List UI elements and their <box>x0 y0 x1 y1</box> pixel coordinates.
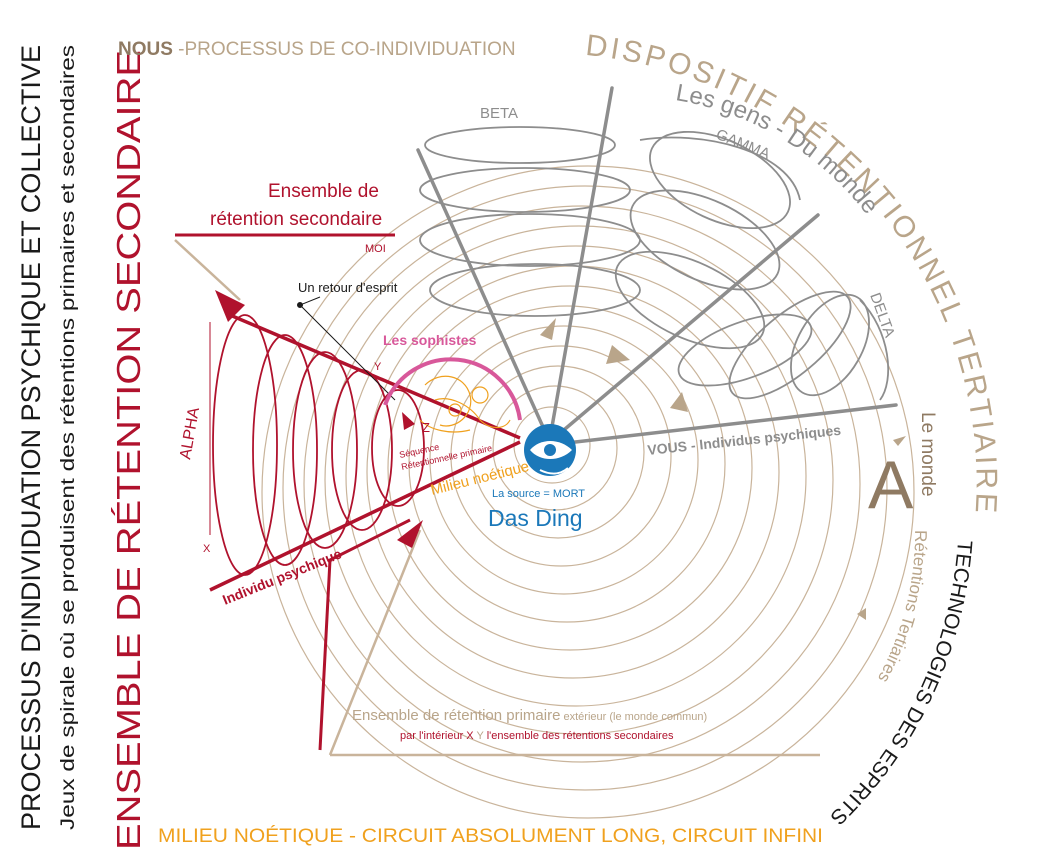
gray-loops-gamma <box>614 130 801 350</box>
tan-outline <box>174 239 820 757</box>
arrows <box>215 290 906 620</box>
coindividuation-label: -PROCESSUS DE CO-INDIVIDUATION <box>173 39 516 60</box>
source-label: La source = MORT <box>492 488 585 500</box>
interieur-y: Y <box>477 730 485 742</box>
beta-label: BETA <box>480 105 518 122</box>
interieur-part2: l'ensemble des rétentions secondaires <box>484 730 674 742</box>
le-monde-label: Le monde <box>917 412 938 497</box>
top-title: NOUS -PROCESSUS DE CO-INDIVIDUATION <box>118 39 516 60</box>
x-label: X <box>203 543 211 555</box>
gray-loops-delta <box>677 290 890 401</box>
das-ding-label: Das Ding <box>488 505 583 531</box>
main-title: PROCESSUS D'INDIVIDUATION PSYCHIQUE ET C… <box>16 45 46 830</box>
retentions-tertiaires-textpath: Rétentions Tertiaires <box>874 530 930 686</box>
retour-leader <box>297 296 396 401</box>
primaire-ext: extérieur (le monde commun) <box>560 711 707 723</box>
z-label: Z <box>422 420 430 435</box>
primaire-label: Ensemble de rétention primaire extérieur… <box>352 707 707 724</box>
milieu-bottom-title: MILIEU NOÉTIQUE - CIRCUIT ABSOLUMENT LON… <box>158 826 823 847</box>
delta-label: DELTA <box>866 291 898 340</box>
crimson-structure <box>175 233 521 751</box>
eye-icon <box>524 424 576 476</box>
y-label: Y <box>374 361 382 373</box>
primaire-main: Ensemble de rétention primaire <box>352 707 560 724</box>
ensemble-de-label: Ensemble de <box>268 181 379 202</box>
retour-label: Un retour d'esprit <box>298 280 398 295</box>
ensemble-title: ENSEMBLE DE RÉTENTION SECONDAIRE <box>110 50 147 850</box>
big-a-letter: A <box>868 447 914 523</box>
sub-title: Jeux de spirale où se produisent des rét… <box>58 45 79 830</box>
interieur-label: par l'intérieur X Y l'ensemble des réten… <box>400 730 674 742</box>
retention-secondaire-label: rétention secondaire <box>210 209 382 230</box>
nous-label: NOUS <box>118 39 173 60</box>
gray-loops-beta <box>419 126 641 317</box>
retentions-tertiaires-label: Rétentions Tertiaires <box>874 530 930 686</box>
vous-label: VOUS - Individus psychiques <box>647 422 842 458</box>
alpha-label: ALPHA <box>177 406 203 461</box>
sophistes-arc <box>383 357 522 421</box>
moi-label: MOI <box>365 243 386 255</box>
sophistes-sketch <box>419 375 511 433</box>
sophistes-label: Les sophistes <box>383 332 477 348</box>
interieur-part1: par l'intérieur X <box>400 730 477 742</box>
